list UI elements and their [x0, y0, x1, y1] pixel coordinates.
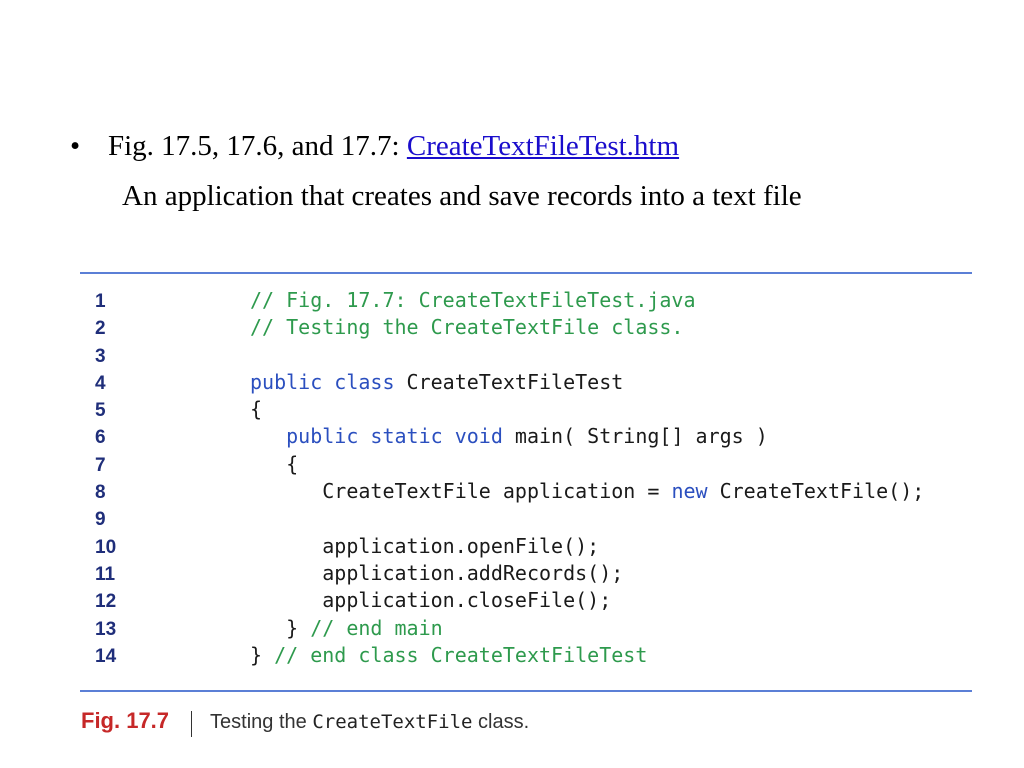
code-text: public static void main( String[] args ) — [250, 423, 768, 450]
code-line: 12 application.closeFile(); — [95, 587, 611, 614]
code-keyword: public class — [250, 369, 395, 394]
code-line: 2 // Testing the CreateTextFile class. — [95, 314, 683, 341]
line-number: 10 — [95, 536, 117, 558]
code-line: 5{ — [95, 396, 262, 423]
line-number: 5 — [95, 400, 106, 422]
code-token: application.openFile(); — [250, 533, 600, 558]
code-text: // Fig. 17.7: CreateTextFileTest.java — [250, 287, 696, 314]
line-number: 8 — [95, 482, 106, 504]
line-number: 4 — [95, 372, 106, 394]
code-line: 7 { — [95, 451, 298, 478]
code-line: 13 } // end main — [95, 615, 443, 642]
code-line: 9 — [95, 505, 123, 532]
caption-text-after: class. — [472, 711, 530, 733]
caption-label: Fig. 17.7 — [81, 708, 170, 733]
top-divider — [80, 272, 972, 274]
code-token: { — [250, 451, 299, 476]
line-number: 6 — [95, 427, 106, 449]
code-token: application.closeFile(); — [250, 588, 612, 613]
line-number: 14 — [95, 645, 117, 667]
code-line: 8 CreateTextFile application = new Creat… — [95, 478, 924, 505]
line-number: 1 — [95, 291, 106, 312]
bullet-description: An application that creates and save rec… — [122, 180, 802, 212]
figure-caption: Fig. 17.7 Testing the CreateTextFile clas… — [81, 703, 529, 739]
code-token: main( String[] args ) — [502, 424, 768, 449]
code-token — [250, 424, 286, 448]
file-link[interactable]: CreateTextFileTest.htm — [406, 130, 680, 162]
code-text: { — [250, 451, 298, 478]
line-number: 12 — [95, 591, 117, 613]
caption-code-word: CreateTextFile — [312, 711, 473, 733]
code-comment: // end class CreateTextFileTest — [274, 642, 648, 667]
code-keyword: public static void — [286, 424, 503, 449]
line-number: 7 — [95, 454, 106, 476]
code-text: } // end class CreateTextFileTest — [250, 642, 647, 669]
code-text: public class CreateTextFileTest — [250, 369, 623, 396]
line-number: 11 — [95, 563, 116, 585]
bottom-divider — [80, 690, 972, 692]
code-text: application.openFile(); — [250, 533, 599, 560]
line-number: 9 — [95, 509, 106, 531]
code-text: } // end main — [250, 615, 443, 642]
code-token: { — [250, 397, 263, 422]
bullet-text: Fig. 17.5, 17.6, and 17.7: CreateTextFil… — [108, 128, 679, 164]
code-comment: // Fig. 17.7: CreateTextFileTest.java — [250, 288, 696, 312]
code-token: } — [250, 642, 275, 667]
code-line: 1 // Fig. 17.7: CreateTextFileTest.java — [95, 287, 696, 314]
line-number: 2 — [95, 318, 106, 340]
line-number: 13 — [95, 618, 117, 640]
code-line: 4 public class CreateTextFileTest — [95, 369, 623, 396]
line-number: 3 — [95, 345, 106, 367]
code-text: // Testing the CreateTextFile class. — [250, 314, 683, 341]
code-listing: 1 // Fig. 17.7: CreateTextFileTest.java 2 /… — [95, 287, 924, 669]
code-text: { — [250, 396, 262, 423]
code-line: 3 — [95, 342, 123, 369]
code-text: CreateTextFile application = new CreateT… — [250, 478, 924, 505]
code-text: application.addRecords(); — [250, 560, 623, 587]
code-line: 14} // end class CreateTextFileTest — [95, 642, 647, 669]
caption-separator — [191, 711, 193, 738]
code-text: application.closeFile(); — [250, 587, 611, 614]
bullet-icon: • — [70, 130, 81, 162]
caption-text-before: Testing the — [210, 711, 313, 733]
code-comment: // Testing the CreateTextFile class. — [250, 315, 684, 340]
code-comment: // end main — [310, 615, 443, 640]
code-token: } — [250, 615, 311, 640]
code-token: application.addRecords(); — [250, 560, 624, 585]
bullet-prefix: Fig. 17.5, 17.6, and 17.7: — [108, 130, 407, 162]
code-token: CreateTextFile application = — [250, 479, 672, 504]
code-line: 11 application.addRecords(); — [95, 560, 623, 587]
code-token: CreateTextFileTest — [394, 369, 624, 394]
code-keyword: new — [671, 479, 708, 504]
code-line: 10 application.openFile(); — [95, 533, 599, 560]
code-token: CreateTextFile(); — [707, 479, 925, 504]
code-line: 6 public static void main( String[] args… — [95, 423, 768, 450]
